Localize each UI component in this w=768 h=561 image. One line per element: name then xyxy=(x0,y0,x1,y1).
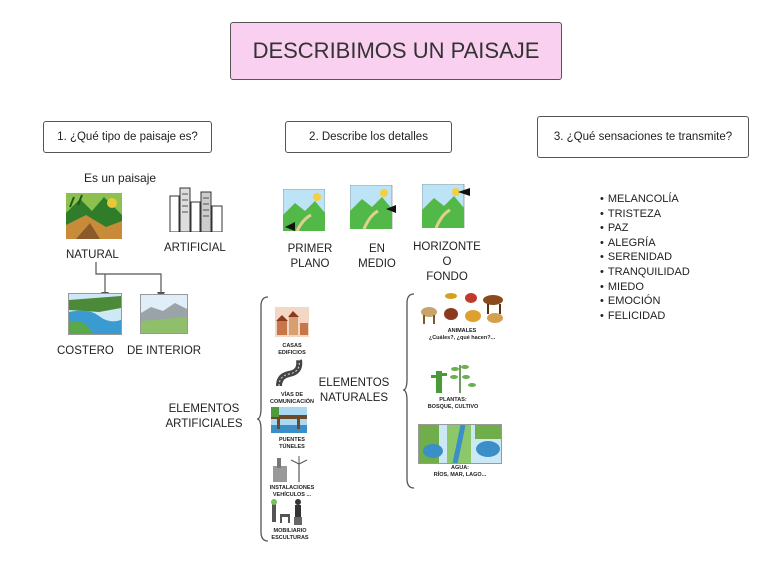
houses-label: CASAS EDIFICIOS xyxy=(278,343,306,356)
inland-landscape-image xyxy=(140,294,188,334)
natural-label: NATURAL xyxy=(66,249,119,261)
horizon-plane-label: HORIZONTE O FONDO xyxy=(413,241,481,283)
roads-image xyxy=(275,358,305,388)
bridges-label: PUENTES TÚNELES xyxy=(279,437,305,450)
artificial-elements-label: ELEMENTOS ARTIFICIALES xyxy=(165,403,243,430)
sensation-item: ALEGRÍA xyxy=(600,236,690,251)
sensation-item: PAZ xyxy=(600,221,690,236)
middle-plane-label: EN MEDIO xyxy=(358,243,396,270)
plants-label: PLANTAS: BOSQUE, CULTIVO xyxy=(427,397,479,410)
horizon-plane-image xyxy=(421,183,470,229)
coastal-label: COSTERO xyxy=(57,345,114,357)
sensation-item: TRISTEZA xyxy=(600,207,690,222)
animals-image xyxy=(415,288,507,326)
natural-elements-label: ELEMENTOS NATURALES xyxy=(318,377,390,404)
question-3-box: 3. ¿Qué sensaciones te transmite? xyxy=(537,116,749,158)
first-plane-label: PRIMER PLANO xyxy=(287,243,333,270)
question-2-box: 2. Describe los detalles xyxy=(285,121,452,153)
furniture-sculptures-image xyxy=(270,496,306,526)
sensation-item: FELICIDAD xyxy=(600,309,690,324)
installations-image xyxy=(271,456,309,482)
first-plane-image xyxy=(282,188,326,232)
plants-image xyxy=(428,357,478,395)
houses-buildings-image xyxy=(275,307,309,337)
coastal-landscape-image xyxy=(68,293,122,335)
artificial-elements-brace xyxy=(256,296,269,542)
installations-label: INSTALACIONES VEHÍCULOS ... xyxy=(269,485,315,498)
artificial-label: ARTIFICIAL xyxy=(164,242,226,254)
sensations-list: MELANCOLÍA TRISTEZA PAZ ALEGRÍA SERENIDA… xyxy=(600,192,690,323)
sensation-item: MIEDO xyxy=(600,280,690,295)
water-image xyxy=(418,424,502,464)
sensation-item: EMOCIÓN xyxy=(600,294,690,309)
sensation-item: TRANQUILIDAD xyxy=(600,265,690,280)
animals-label: ANIMALES ¿Cuáles?, ¿qué hacen?... xyxy=(428,328,496,341)
sensation-item: SERENIDAD xyxy=(600,250,690,265)
natural-elements-brace xyxy=(402,293,415,489)
natural-landscape-image xyxy=(66,193,122,239)
roads-label: VÍAS DE COMUNICACIÓN xyxy=(270,392,314,405)
inland-label: DE INTERIOR xyxy=(127,345,202,357)
water-label: AGUA: RÍOS, MAR, LAGO... xyxy=(433,465,487,478)
middle-plane-image xyxy=(349,184,396,230)
question-1-box: 1. ¿Qué tipo de paisaje es? xyxy=(43,121,212,153)
type-intro-label: Es un paisaje xyxy=(84,171,157,185)
artificial-landscape-image xyxy=(168,186,224,233)
page-title: DESCRIBIMOS UN PAISAJE xyxy=(230,22,562,80)
bridges-tunnels-image xyxy=(271,407,307,433)
furniture-label: MOBILIARIO ESCULTURAS xyxy=(271,528,309,541)
sensation-item: MELANCOLÍA xyxy=(600,192,690,207)
